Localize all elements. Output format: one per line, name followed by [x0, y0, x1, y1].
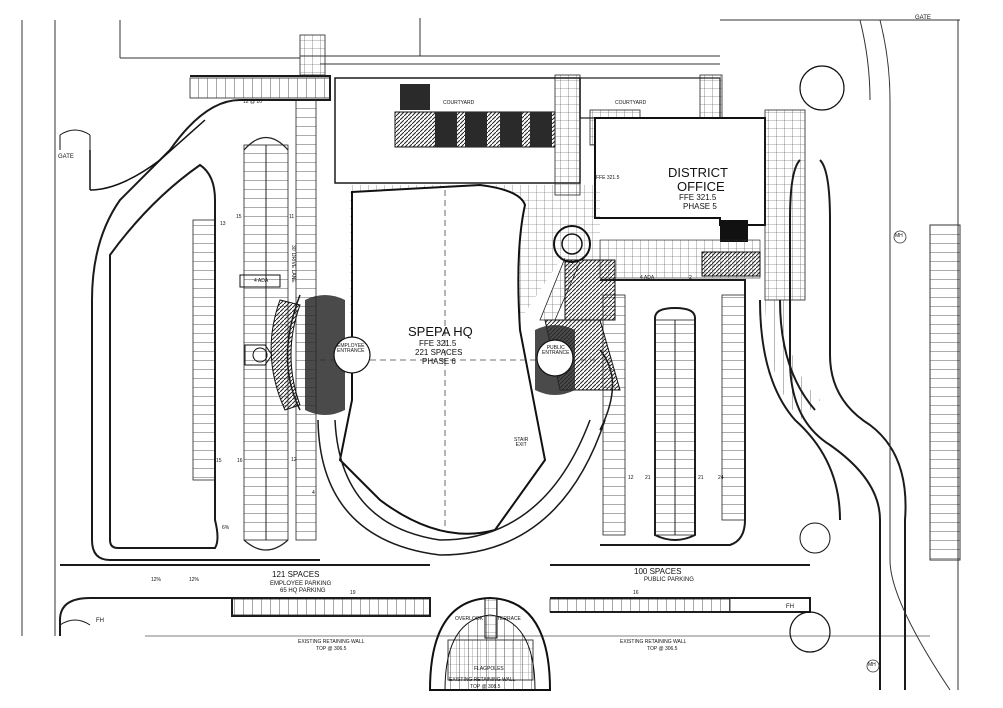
district-office-name: DISTRICT — [668, 165, 728, 180]
employee-entrance-label: EMPLOYEE ENTRANCE — [337, 343, 365, 355]
public-lot-spaces: 100 SPACES — [634, 567, 682, 576]
spepa-hq-ffe: FFE 321.5 — [419, 339, 457, 348]
stall-count-l3: 15 — [216, 458, 222, 464]
courtyard-right-label: COURTYARD — [615, 100, 647, 106]
district-office-name2: OFFICE — [677, 179, 725, 194]
stall-count-r0: 12 — [628, 475, 634, 481]
manhole-label-bottom: MH — [868, 662, 876, 668]
spepa-hq-footprint — [338, 183, 547, 535]
stall-count-bottom-left: 19 — [350, 590, 356, 596]
ffe-note: FFE 321.5 — [596, 175, 620, 181]
wall-left-line1: EXISTING RETAINING WALL — [298, 639, 365, 645]
wall-left-line2: TOP @ 306.5 — [316, 646, 347, 652]
public-lot-line1: PUBLIC PARKING — [644, 577, 694, 583]
hydrant-label-right: FH — [786, 604, 794, 610]
stall-count-l2: 11 — [289, 214, 295, 220]
stall-count-bottom-right: 16 — [633, 590, 639, 596]
employee-parking-lot — [91, 75, 331, 561]
grade-0: 6% — [222, 525, 230, 531]
spepa-hq-phase: PHASE 6 — [422, 357, 456, 366]
hydrant-label-left: FH — [96, 618, 104, 624]
manhole-label-top: MH — [895, 233, 903, 239]
spepa-hq-spaces: 221 SPACES — [415, 348, 463, 357]
stall-row-top — [189, 77, 331, 99]
drive-lane-label: 30' DRIVE LANE — [290, 245, 296, 283]
stall-count-r2: 21 — [698, 475, 704, 481]
grade-1: 12% — [151, 577, 162, 583]
stall-count-l5: 12 — [291, 457, 297, 463]
flagpoles-label: FLAGPOLES — [474, 666, 504, 672]
spepa-hq-name: SPEPA HQ — [408, 324, 473, 339]
stall-row-left-a — [192, 219, 216, 481]
employee-lot-line1: EMPLOYEE PARKING — [270, 581, 332, 587]
district-office-phase: PHASE 5 — [683, 202, 717, 211]
public-entrance-label: PUBLIC ENTRANCE — [542, 345, 570, 357]
stall-count-l1: 15 — [236, 214, 242, 220]
ada-left: 4 ADA — [254, 278, 269, 284]
stall-count-l6: 4 — [312, 490, 315, 496]
terrace-label: TERRACE — [497, 616, 521, 622]
district-office-ffe: FFE 321.5 — [679, 193, 717, 202]
employee-entrance-circle — [333, 336, 371, 374]
stall-count-l0: 13 — [220, 221, 226, 227]
stall-row-right-c — [721, 294, 746, 521]
public-entrance-circle — [536, 339, 574, 377]
stall-count-l4: 16 — [237, 458, 243, 464]
wall-center-line2: TOP @ 308.5 — [470, 684, 501, 690]
employee-lot-line2: 65 HQ PARKING — [280, 588, 326, 594]
grade-2: 12% — [189, 577, 200, 583]
stall-count-top: 12 @ 10' — [243, 99, 263, 105]
stall-count-right-2: 2 — [689, 275, 692, 281]
stall-count-r3: 24 — [718, 475, 724, 481]
wall-center-line1: EXISTING RETAINING WALL — [449, 677, 516, 683]
ada-right: 4 ADA — [640, 275, 655, 281]
stall-count-r1: 21 — [645, 475, 651, 481]
stair-exit-label: STAIR EXIT — [514, 437, 529, 449]
gate-label-top-right: GATE — [915, 15, 931, 21]
overlook-label: OVERLOOK — [455, 616, 484, 622]
employee-lot-spaces: 121 SPACES — [272, 570, 320, 579]
wall-right-line1: EXISTING RETAINING WALL — [620, 639, 687, 645]
gate-label-left: GATE — [58, 154, 74, 160]
wall-right-line2: TOP @ 306.5 — [647, 646, 678, 652]
courtyard-left-label: COURTYARD — [443, 100, 475, 106]
overlook-terrace — [428, 596, 552, 691]
